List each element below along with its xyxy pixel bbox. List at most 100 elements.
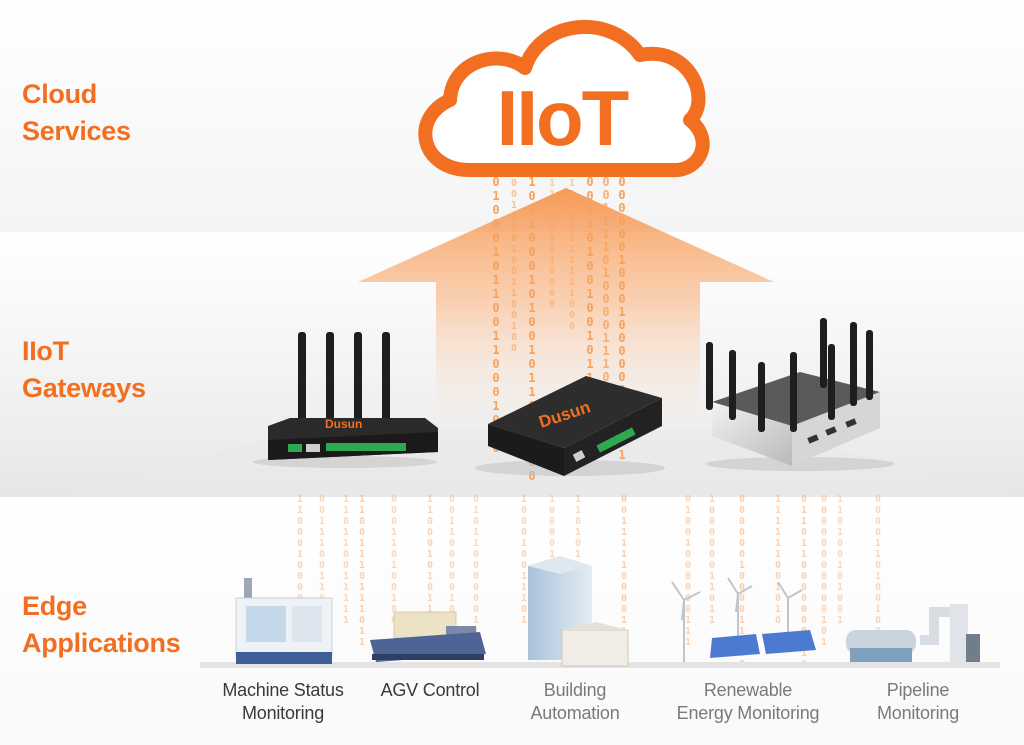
binary-digit: 0 bbox=[586, 231, 593, 245]
binary-digit: 0 bbox=[511, 255, 517, 266]
binary-digit: 1 bbox=[492, 399, 499, 413]
binary-digit: 0 bbox=[586, 259, 593, 273]
binary-digit: 0 bbox=[569, 200, 575, 211]
binary-digit: 1 bbox=[575, 494, 581, 505]
binary-digit: 0 bbox=[492, 357, 499, 371]
binary-digit: 0 bbox=[511, 266, 517, 277]
binary-digit: 1 bbox=[427, 494, 433, 505]
binary-digit: 0 bbox=[621, 494, 627, 505]
app-caption-line2: Automation bbox=[530, 703, 620, 723]
binary-digit: 1 bbox=[621, 527, 627, 538]
binary-digit: 1 bbox=[343, 571, 349, 582]
binary-digit: 0 bbox=[685, 516, 691, 527]
binary-digit: 0 bbox=[821, 571, 827, 582]
binary-digit: 1 bbox=[801, 505, 807, 516]
binary-digit: 0 bbox=[875, 527, 881, 538]
binary-digit: 0 bbox=[549, 266, 555, 277]
binary-digit: 1 bbox=[492, 329, 499, 343]
binary-digit: 0 bbox=[473, 571, 479, 582]
binary-digit: 0 bbox=[549, 244, 555, 255]
binary-digit: 0 bbox=[449, 571, 455, 582]
binary-digit: 0 bbox=[549, 505, 555, 516]
binary-digit: 0 bbox=[319, 505, 325, 516]
binary-digit: 0 bbox=[492, 413, 499, 427]
binary-digit: 1 bbox=[801, 648, 807, 659]
binary-digit: 0 bbox=[549, 527, 555, 538]
binary-digit: 0 bbox=[319, 560, 325, 571]
binary-digit: 0 bbox=[685, 549, 691, 560]
binary-digit: 1 bbox=[343, 593, 349, 604]
binary-digit: 1 bbox=[602, 214, 609, 228]
binary-digit: 1 bbox=[586, 203, 593, 217]
binary-digit: 1 bbox=[343, 538, 349, 549]
binary-digit: 0 bbox=[427, 582, 433, 593]
binary-digit: 0 bbox=[449, 560, 455, 571]
binary-digit: 0 bbox=[449, 505, 455, 516]
binary-digit: 1 bbox=[549, 189, 555, 200]
binary-digit: 0 bbox=[449, 494, 455, 505]
app-caption-pipeline-monitoring: Pipeline Monitoring bbox=[858, 679, 978, 725]
binary-digit: 1 bbox=[875, 549, 881, 560]
binary-digit: 0 bbox=[575, 538, 581, 549]
binary-digit: 0 bbox=[521, 560, 527, 571]
binary-digit: 0 bbox=[449, 538, 455, 549]
binary-digit: 0 bbox=[492, 231, 499, 245]
solar-panels-icon bbox=[710, 630, 816, 658]
binary-digit: 0 bbox=[473, 494, 479, 505]
binary-digit: 1 bbox=[602, 240, 609, 254]
binary-digit: 1 bbox=[586, 217, 593, 231]
binary-digit: 0 bbox=[602, 279, 609, 293]
binary-digit: 0 bbox=[521, 516, 527, 527]
app-caption-line1: AGV Control bbox=[380, 680, 480, 700]
app-caption-machine-status: Machine Status Monitoring bbox=[208, 679, 358, 725]
binary-digit: 1 bbox=[837, 494, 843, 505]
binary-digit: 0 bbox=[618, 266, 625, 280]
binary-digit: 0 bbox=[575, 516, 581, 527]
binary-digit: 1 bbox=[359, 560, 365, 571]
upload-arrow bbox=[358, 188, 774, 420]
binary-digit: 1 bbox=[709, 615, 715, 626]
layer-label-cloud-line1: Cloud bbox=[22, 79, 97, 109]
binary-digit: 0 bbox=[875, 516, 881, 527]
binary-digit: 0 bbox=[343, 549, 349, 560]
binary-digit: 1 bbox=[492, 245, 499, 259]
binary-digit: 1 bbox=[801, 538, 807, 549]
binary-digit: 0 bbox=[473, 582, 479, 593]
binary-digit: 0 bbox=[801, 615, 807, 626]
binary-digit: 0 bbox=[297, 571, 303, 582]
app-caption-line1: Pipeline bbox=[886, 680, 950, 700]
app-caption-line1: Renewable bbox=[703, 680, 793, 700]
app-caption-line2: Monitoring bbox=[876, 703, 960, 723]
binary-digit: 0 bbox=[492, 371, 499, 385]
binary-digit: 1 bbox=[359, 582, 365, 593]
binary-digit: 1 bbox=[837, 582, 843, 593]
binary-digit: 1 bbox=[511, 288, 517, 299]
binary-digit: 1 bbox=[586, 287, 593, 301]
binary-digit: 1 bbox=[492, 287, 499, 301]
binary-digit: 0 bbox=[511, 299, 517, 310]
binary-digit: 1 bbox=[775, 494, 781, 505]
binary-digit: 0 bbox=[569, 321, 575, 332]
binary-digit: 1 bbox=[549, 178, 555, 189]
binary-digit: 0 bbox=[875, 593, 881, 604]
binary-digit: 1 bbox=[521, 538, 527, 549]
binary-digit: 0 bbox=[621, 571, 627, 582]
binary-digit: 1 bbox=[875, 538, 881, 549]
binary-digit: 0 bbox=[473, 604, 479, 615]
binary-digit: 0 bbox=[528, 469, 535, 483]
binary-digit: 1 bbox=[569, 266, 575, 277]
binary-digit: 0 bbox=[492, 203, 499, 217]
binary-digit: 1 bbox=[511, 277, 517, 288]
binary-digit: 1 bbox=[821, 615, 827, 626]
binary-digit: 0 bbox=[801, 582, 807, 593]
binary-digit: 1 bbox=[359, 604, 365, 615]
binary-digit: 0 bbox=[709, 560, 715, 571]
binary-digit: 1 bbox=[427, 593, 433, 604]
binary-digit: 0 bbox=[837, 571, 843, 582]
layer-label-gateways-line1: IIoT bbox=[22, 336, 69, 366]
binary-digit: 0 bbox=[821, 604, 827, 615]
binary-digit: 0 bbox=[618, 201, 625, 215]
binary-digit: 1 bbox=[575, 549, 581, 560]
binary-digit: 0 bbox=[427, 560, 433, 571]
binary-digit: 1 bbox=[685, 538, 691, 549]
